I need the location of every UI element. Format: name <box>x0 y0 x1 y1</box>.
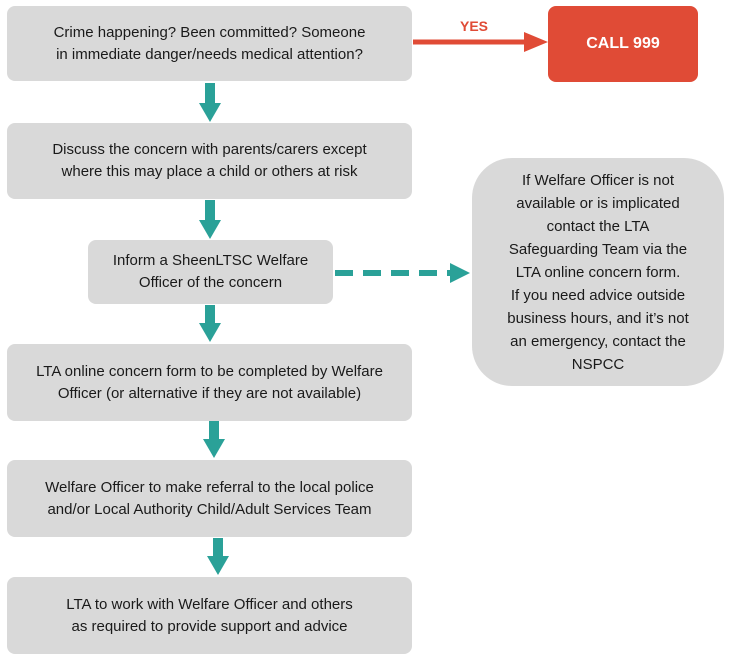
dashed-arrow <box>335 263 470 283</box>
support-box: LTA to work with Welfare Officer and oth… <box>7 577 412 654</box>
support-text: LTA to work with Welfare Officer and oth… <box>66 595 353 635</box>
referral-box: Welfare Officer to make referral to the … <box>7 460 412 537</box>
down-arrow-3 <box>199 305 221 342</box>
online-form-box: LTA online concern form to be completed … <box>7 344 412 421</box>
referral-text: Welfare Officer to make referral to the … <box>45 478 374 518</box>
discuss-concern-text: Discuss the concern with parents/carers … <box>52 141 367 180</box>
inform-officer-text: Inform a SheenLTSC Welfare Officer of th… <box>112 252 309 291</box>
yes-label: YES <box>460 18 489 34</box>
side-note-box: If Welfare Officer is not available or i… <box>472 158 724 386</box>
call-999-text: CALL 999 <box>586 35 660 52</box>
down-arrow-2 <box>199 200 221 239</box>
crime-question-box: Crime happening? Been committed? Someone… <box>7 6 412 81</box>
online-form-text: LTA online concern form to be completed … <box>36 362 383 402</box>
side-note-text: If Welfare Officer is not available or i… <box>507 171 689 373</box>
down-arrow-5 <box>207 538 229 575</box>
discuss-concern-box: Discuss the concern with parents/carers … <box>7 123 412 199</box>
crime-question-text: Crime happening? Been committed? Someone… <box>53 23 366 63</box>
inform-officer-box: Inform a SheenLTSC Welfare Officer of th… <box>88 240 333 304</box>
call-999-box: CALL 999 <box>548 6 698 82</box>
down-arrow-4 <box>203 421 225 458</box>
down-arrow-1 <box>199 83 221 122</box>
yes-arrow <box>413 32 548 52</box>
